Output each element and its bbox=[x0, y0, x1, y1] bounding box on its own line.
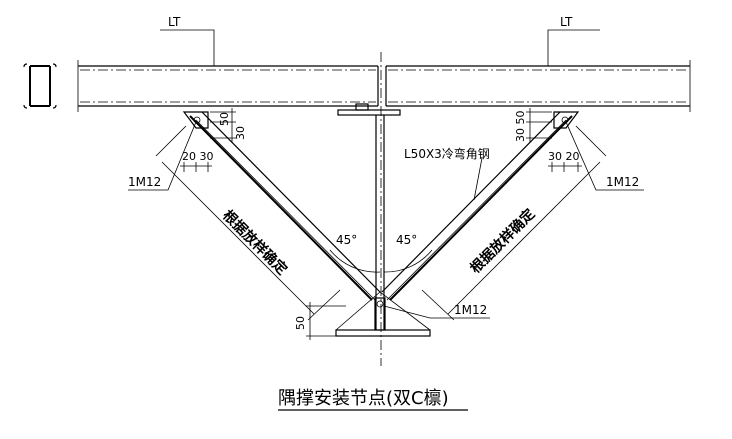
bolt-label-left: 1M12 bbox=[128, 175, 161, 189]
dim-30-left: 30 bbox=[234, 126, 247, 140]
bolt-label-right: 1M12 bbox=[606, 175, 639, 189]
angle-steel-label: L50X3冷弯角钢 bbox=[404, 146, 490, 161]
bottom-bolt-icon bbox=[374, 297, 386, 331]
bolt-label-bottom: 1M12 bbox=[454, 303, 487, 317]
left-length-dimension bbox=[155, 125, 341, 321]
c-purlin-section-icon bbox=[23, 63, 57, 109]
break-lines bbox=[77, 60, 691, 112]
angle-label-right: 45° bbox=[396, 233, 417, 247]
angle-arc-right bbox=[383, 249, 433, 273]
bolt-leader-bottom bbox=[383, 305, 490, 319]
lt-label-left: LT bbox=[168, 15, 181, 29]
angle-arc-left bbox=[329, 249, 381, 273]
dim-3020-right bbox=[548, 162, 582, 172]
dim-50-left: 50 bbox=[218, 112, 231, 126]
bolt-leader-left bbox=[128, 121, 197, 191]
lt-label-right: LT bbox=[560, 15, 573, 29]
dim-2030-left bbox=[180, 162, 212, 172]
lt-leader-right bbox=[547, 29, 600, 66]
purlin-beam-left bbox=[78, 65, 379, 107]
dim-3050-right: 30 50 bbox=[514, 111, 527, 143]
dim-top-right bbox=[526, 108, 552, 142]
bolt-leader-right bbox=[565, 121, 644, 191]
dim-3020-label-right: 30 20 bbox=[548, 150, 580, 163]
dim-50-bottom-label: 50 bbox=[294, 316, 307, 330]
lt-leader-left bbox=[160, 29, 215, 66]
dim-2030-label-left: 20 30 bbox=[182, 150, 214, 163]
dim-50-bottom bbox=[306, 302, 346, 340]
angle-label-left: 45° bbox=[336, 233, 357, 247]
per-sample-label-left: 根据放样确定 bbox=[219, 207, 290, 278]
purlin-beam-right bbox=[385, 65, 690, 107]
top-plate bbox=[337, 103, 401, 116]
per-sample-label-right: 根据放样确定 bbox=[467, 205, 538, 276]
drawing-title: 隅撑安装节点(双C檩) bbox=[278, 388, 449, 409]
left-diagonal-brace bbox=[189, 111, 381, 301]
angle-steel-leader bbox=[473, 157, 483, 201]
right-length-dimension bbox=[421, 125, 607, 321]
dim-top-left bbox=[210, 108, 236, 142]
vertical-member bbox=[375, 115, 385, 330]
